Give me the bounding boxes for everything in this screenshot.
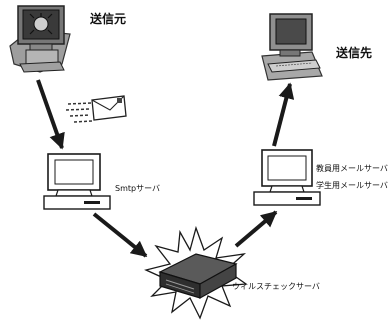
teacher-mail-server-label: 教員用メールサーバ [316, 164, 388, 173]
arrow-sender-to-smtp [36, 79, 65, 150]
sender-computer-icon [9, 5, 71, 73]
receiver-label: 送信先 [336, 46, 373, 60]
arrow-mail-server-to-receiver [272, 82, 295, 147]
receiver-computer-icon [261, 13, 323, 81]
virus-check-server-icon [144, 225, 248, 320]
arrow-smtp-to-virus-check [92, 212, 148, 258]
smtp-server-computer-icon [43, 153, 111, 210]
virus-bug-icon [29, 13, 53, 35]
mail-server-computer-icon [253, 149, 321, 206]
smtp-server-label: Smtpサーバ [115, 184, 161, 193]
virus-check-server-label: ウィルスチェックサーバ [232, 282, 320, 291]
mail-envelope-icon [65, 95, 127, 123]
sender-label: 送信元 [90, 12, 127, 26]
student-mail-server-label: 学生用メールサーバ [316, 181, 388, 190]
arrow-virus-check-to-mail-server [234, 210, 278, 248]
